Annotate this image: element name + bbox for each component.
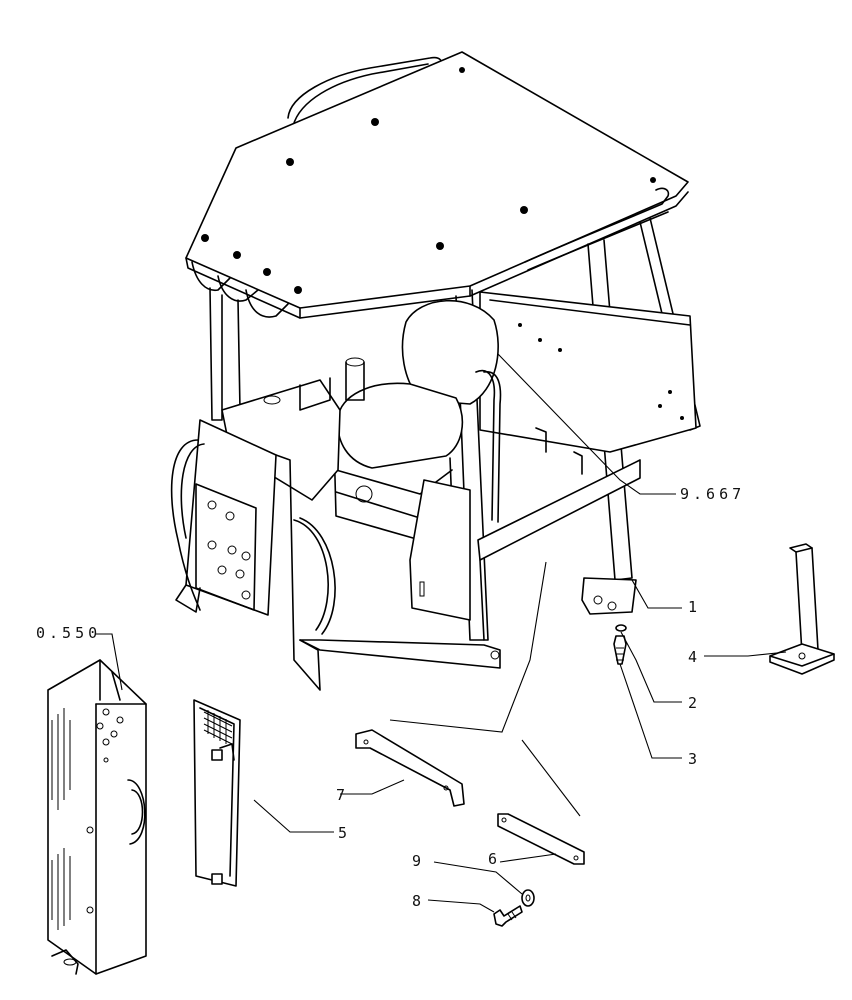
cab-frame	[170, 217, 701, 691]
callout-8: 8	[412, 892, 425, 910]
panel-bolts	[207, 500, 251, 600]
bolt-item-8	[493, 905, 523, 927]
callout-9667: 9.667	[680, 485, 745, 503]
strap-item-6	[497, 813, 585, 865]
callout-2: 2	[688, 694, 701, 712]
callout-0550: 0.550	[36, 624, 101, 642]
callout-9: 9	[412, 852, 425, 870]
callout-6: 6	[488, 850, 501, 868]
grille-mesh	[203, 710, 233, 745]
leader-lines	[96, 353, 787, 913]
callout-1: 1	[688, 598, 701, 616]
radiator-assembly	[47, 659, 147, 975]
post-stand-item-4	[769, 543, 835, 675]
cab-roof	[185, 51, 689, 319]
callout-3: 3	[688, 750, 701, 768]
callout-5: 5	[338, 824, 351, 842]
callout-labels: 9.667 1 2 3 4 5 6 7 8 9 0.550	[36, 485, 745, 910]
step-grille-item-5	[193, 699, 241, 887]
bracket-item-7	[355, 729, 465, 807]
washer-item-9	[521, 889, 535, 907]
callout-4: 4	[688, 648, 701, 666]
callout-7: 7	[336, 786, 349, 804]
washer-item-2	[615, 624, 627, 632]
roof-bolts	[201, 67, 656, 294]
bolt-item-3	[613, 635, 627, 665]
